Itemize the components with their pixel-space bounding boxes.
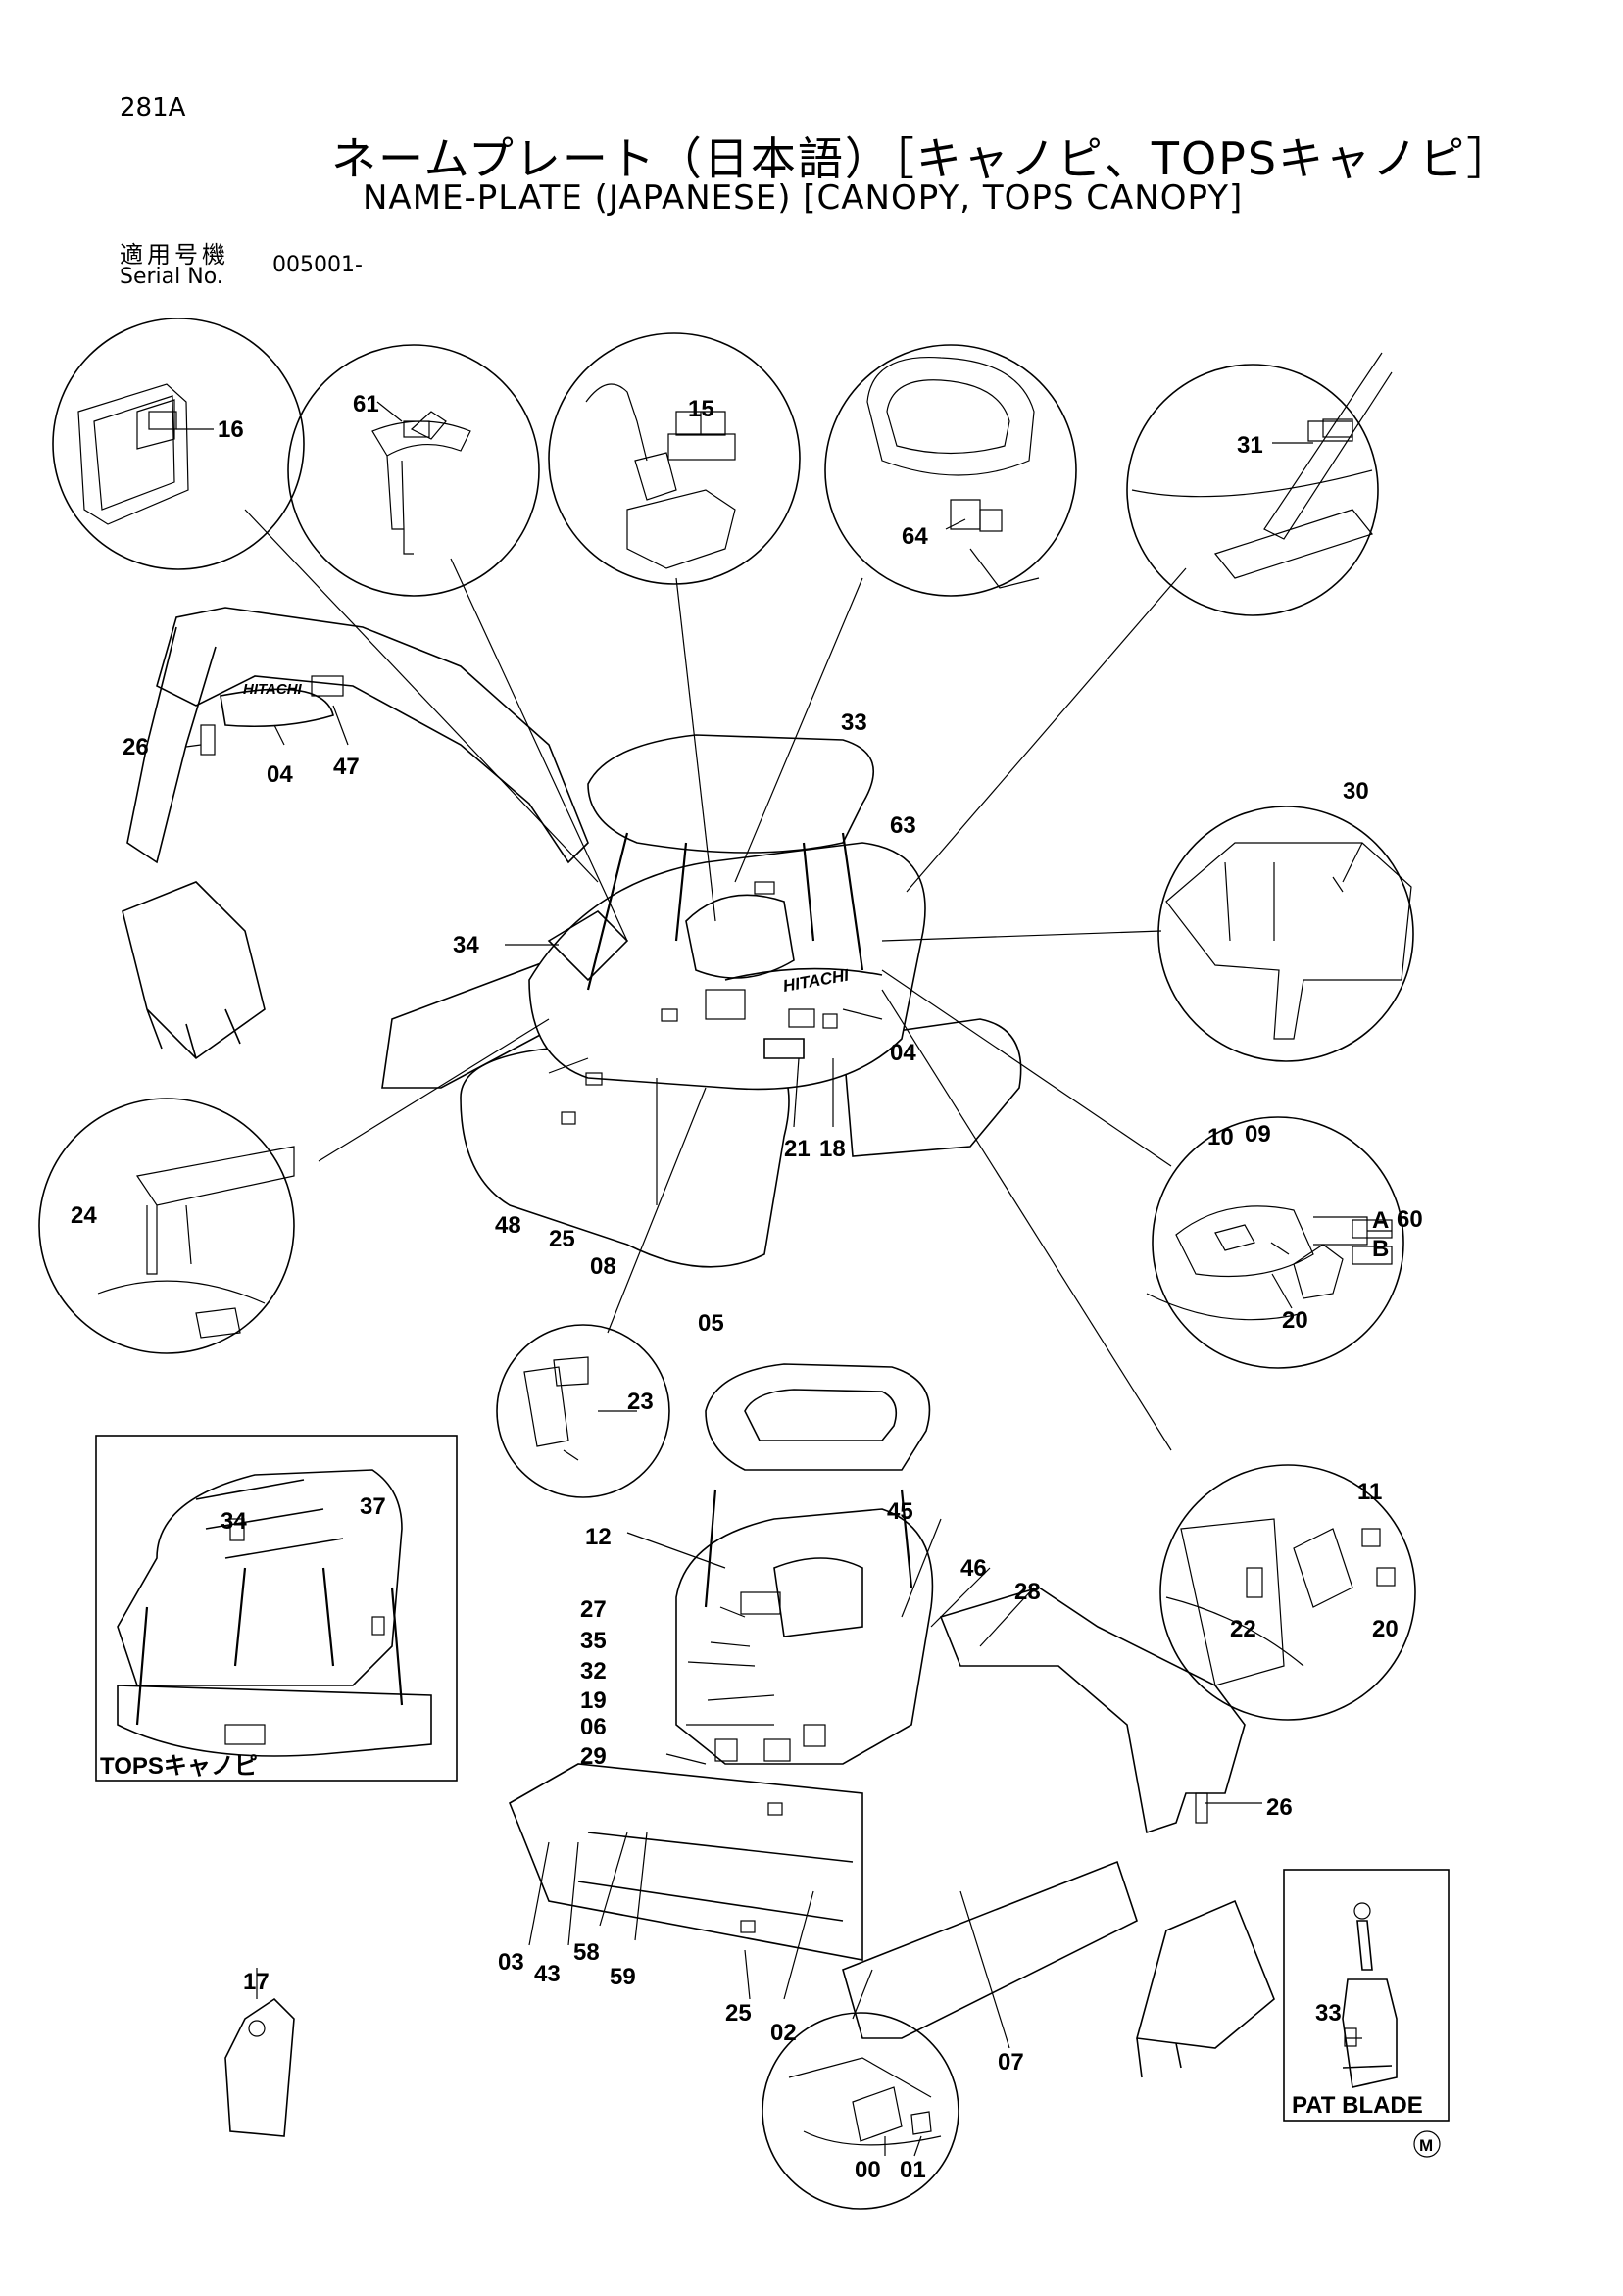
detail-circle-pedal — [287, 344, 540, 597]
page-title-english: NAME-PLATE (JAPANESE) [CANOPY, TOPS CANO… — [363, 178, 1244, 218]
callout-61: 61 — [353, 391, 379, 417]
callout-18: 18 — [819, 1136, 846, 1162]
callout-26-rear: 26 — [1266, 1794, 1293, 1821]
detail-circle-small-plate — [496, 1324, 670, 1498]
callout-33-pat: 33 — [1315, 2000, 1342, 2027]
callout-19: 19 — [580, 1687, 607, 1714]
detail-circle-seat — [824, 344, 1077, 597]
callout-20-cap: 20 — [1282, 1307, 1308, 1334]
callout-11: 11 — [1357, 1479, 1382, 1505]
callout-25-main: 25 — [549, 1226, 575, 1252]
callout-29: 29 — [580, 1743, 607, 1770]
callout-07: 07 — [998, 2049, 1024, 2076]
callout-58: 58 — [573, 1939, 600, 1966]
callout-00: 00 — [855, 2157, 881, 2183]
detail-circle-cab-sticker — [52, 318, 305, 570]
callout-33-top: 33 — [841, 709, 867, 736]
callout-03: 03 — [498, 1949, 524, 1976]
detail-circle-serial-plate — [762, 2012, 959, 2210]
sub-label-b: B — [1372, 1236, 1389, 1262]
callout-15: 15 — [688, 396, 714, 422]
detail-circle-cover — [1157, 806, 1414, 1062]
page-code: 281A — [120, 93, 186, 122]
detail-circle-canopy-pillar — [1126, 352, 1393, 616]
pat-blade-label: PAT BLADE — [1292, 2092, 1423, 2119]
callout-37: 37 — [360, 1493, 386, 1520]
callout-09: 09 — [1245, 1121, 1271, 1148]
tops-canopy-inset — [95, 1435, 458, 1782]
detail-circle-lever — [548, 332, 801, 585]
callout-06: 06 — [580, 1714, 607, 1740]
detail-circle-frame — [38, 1098, 295, 1354]
tag-17 — [224, 1997, 295, 2137]
callout-48: 48 — [495, 1212, 521, 1239]
mark-letter: M — [1419, 2136, 1433, 2155]
pat-blade-inset — [1283, 1869, 1450, 2122]
callout-27: 27 — [580, 1596, 607, 1623]
page-title-japanese: ネームプレート（日本語）［キャノピ、TOPSキャノピ］ — [331, 132, 1514, 185]
callout-24: 24 — [71, 1202, 97, 1229]
callout-17: 17 — [243, 1969, 270, 1995]
callout-23: 23 — [627, 1389, 654, 1415]
callout-34-main: 34 — [453, 932, 479, 958]
serial-label-english: Serial No. — [120, 265, 223, 289]
callout-10: 10 — [1207, 1124, 1234, 1150]
callout-numbers: 16 61 15 64 31 26 04 47 33 63 30 34 04 1… — [71, 391, 1423, 2183]
callout-21: 21 — [784, 1136, 811, 1162]
callout-04-boom: 04 — [267, 761, 293, 788]
callout-04-body: 04 — [890, 1040, 916, 1066]
callout-02: 02 — [770, 2020, 797, 2046]
callout-63: 63 — [890, 812, 916, 839]
callout-05: 05 — [698, 1310, 724, 1337]
callout-45: 45 — [887, 1498, 913, 1525]
mark-symbol: M — [1413, 2130, 1441, 2158]
callout-28: 28 — [1014, 1579, 1041, 1605]
sub-label-a: A — [1372, 1207, 1389, 1234]
callout-26-top: 26 — [123, 734, 149, 760]
callout-22: 22 — [1230, 1616, 1256, 1642]
callout-30: 30 — [1343, 778, 1369, 805]
callout-32: 32 — [580, 1658, 607, 1685]
tops-canopy-label: TOPSキャノピ — [100, 1753, 258, 1780]
callout-31: 31 — [1237, 432, 1263, 459]
callout-01: 01 — [900, 2157, 926, 2183]
callout-25-rear: 25 — [725, 2000, 752, 2027]
detail-circle-fuel-cap — [1146, 1116, 1404, 1369]
callout-16: 16 — [218, 416, 244, 443]
boom-hitachi-logo: HITACHI — [243, 681, 303, 698]
callout-64: 64 — [902, 523, 928, 550]
leader-lines — [148, 401, 1396, 2157]
serial-value: 005001- — [272, 253, 363, 277]
callout-34-tops: 34 — [221, 1508, 247, 1535]
detail-circle-boom-side — [1159, 1464, 1416, 1721]
main-excavator-canopy — [122, 607, 1022, 1268]
callout-43: 43 — [534, 1961, 561, 1987]
callout-08: 08 — [590, 1253, 616, 1280]
callout-20-boom: 20 — [1372, 1616, 1399, 1642]
callout-46: 46 — [960, 1555, 987, 1582]
callout-47: 47 — [333, 754, 360, 780]
rear-excavator — [508, 1363, 1275, 2078]
callout-35: 35 — [580, 1628, 607, 1654]
callout-59: 59 — [610, 1964, 636, 1990]
callout-12: 12 — [585, 1524, 612, 1550]
callout-60: 60 — [1397, 1206, 1423, 1233]
serial-label-japanese: 適用号機 — [120, 241, 229, 269]
